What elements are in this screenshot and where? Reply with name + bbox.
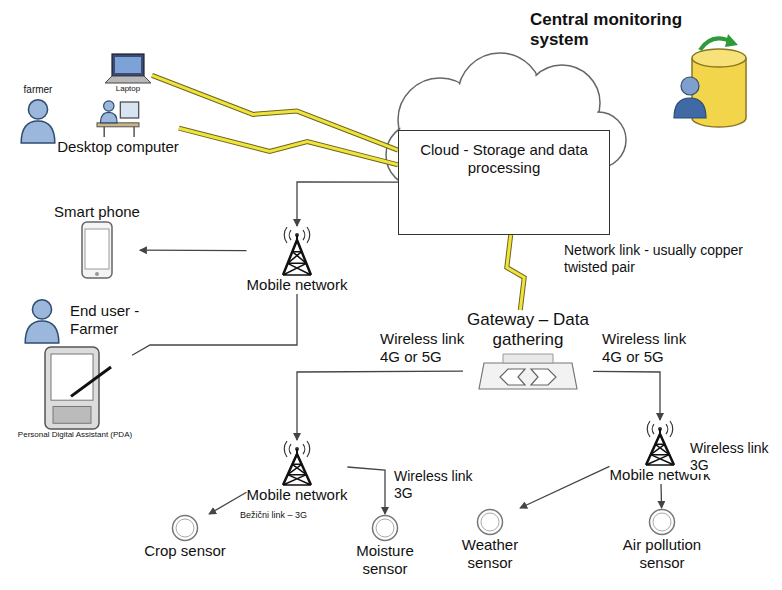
tower-icon [637, 420, 683, 466]
device-node: Mobile network [247, 226, 348, 294]
lightning-link [507, 235, 524, 310]
gateway-icon [478, 351, 578, 391]
sensor-circle [476, 508, 504, 536]
device-node: Air pollution sensor [610, 508, 714, 572]
connector-line [140, 250, 247, 252]
device-node: Weather sensor [451, 508, 529, 572]
connector-line [347, 467, 385, 514]
process-box: Cloud - Storage and data processing [398, 130, 610, 235]
connector-line [297, 182, 398, 226]
user-icon [22, 296, 62, 344]
link-label: Network link - usually copper twisted pa… [562, 242, 766, 276]
phone-icon [81, 221, 113, 279]
user-icon [18, 96, 58, 144]
node-label: Gateway – Data gathering [463, 310, 593, 351]
device-node: farmer [18, 84, 58, 144]
node-label: End user - Farmer [70, 302, 152, 338]
link-label: Wireless link 3G [688, 440, 776, 474]
device-node: Desktop computer [57, 98, 179, 156]
connector-line [520, 466, 609, 508]
pda-icon [35, 346, 115, 430]
system-heading: Central monitoring system [528, 10, 704, 51]
sensor-circle [648, 508, 676, 536]
device-node: Crop sensor [144, 514, 226, 560]
device-node: Smart phone [54, 203, 140, 279]
device-node: Laptop [104, 52, 152, 94]
node-label: Desktop computer [57, 138, 179, 156]
link-label: Wireless link 4G or 5G [378, 330, 472, 366]
desktop-icon [95, 98, 141, 138]
node-label: Crop sensor [144, 542, 226, 560]
sensor-circle [371, 514, 399, 542]
node-label: farmer [24, 84, 53, 96]
node-label: Weather sensor [451, 536, 529, 572]
connector-line [593, 371, 660, 420]
operator-figure [674, 77, 706, 118]
node-label: Laptop [116, 84, 140, 94]
connector-line [132, 294, 297, 355]
node-label: Mobile network [247, 276, 348, 294]
connector-line [297, 371, 463, 440]
laptop-icon [104, 52, 152, 84]
node-label: Smart phone [54, 203, 140, 221]
lightning-link [179, 128, 398, 165]
link-label: Wireless link 3G [392, 468, 482, 502]
link-label: Bežični link – 3G [238, 510, 309, 521]
device-node: Gateway – Data gathering [463, 310, 593, 391]
lightning-link [152, 75, 398, 150]
link-label: Wireless link 4G or 5G [600, 330, 694, 366]
tower-icon [274, 226, 320, 276]
device-node: Personal Digital Assistant (PDA) [18, 346, 132, 440]
connector-line [661, 484, 663, 508]
node-label: Air pollution sensor [610, 536, 714, 572]
node-label: Moisture sensor [346, 542, 424, 578]
node-label: Cloud - Storage and data processing [409, 141, 599, 177]
node-label: Mobile network [247, 486, 348, 504]
tower-icon [274, 440, 320, 486]
device-node: End user - Farmer [22, 296, 152, 344]
sensor-circle [171, 514, 199, 542]
device-node: Mobile network [247, 440, 348, 504]
device-node: Moisture sensor [346, 514, 424, 578]
node-label: Personal Digital Assistant (PDA) [18, 430, 132, 440]
